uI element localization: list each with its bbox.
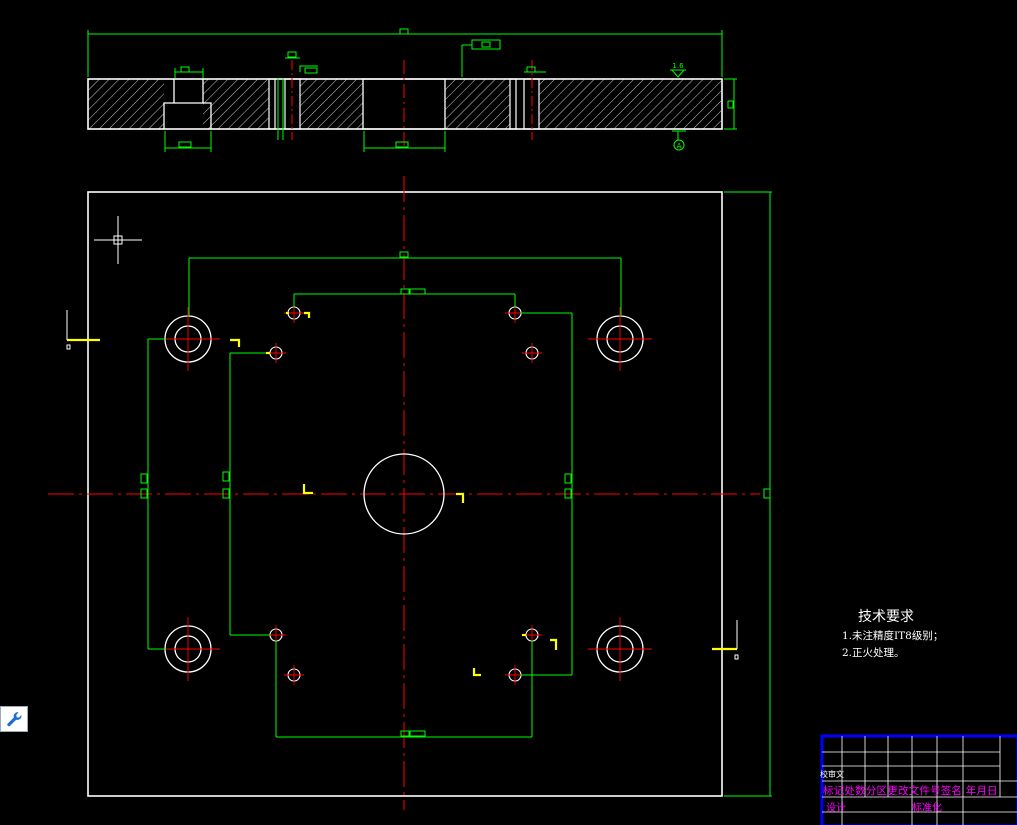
plan-dimensions	[140, 191, 772, 797]
section-view: A 1.6	[87, 28, 737, 152]
cursor-crosshair	[94, 216, 142, 264]
hatch-segment	[300, 79, 363, 129]
plan-view	[48, 176, 772, 810]
hatch-segment	[203, 79, 269, 129]
tech-requirement-line: 2.正火处理。	[842, 647, 905, 659]
datum-label: A	[677, 142, 682, 150]
hatch-segment	[445, 79, 510, 129]
title-block-design-label: 设计	[826, 803, 846, 814]
title-block	[820, 734, 1017, 825]
corner-hole-centers	[156, 307, 652, 681]
hatch-segment	[539, 79, 721, 129]
roughness-label: 1.6	[672, 62, 684, 70]
hatch-segment	[88, 79, 164, 129]
tech-requirement-line: 1.未注精度IT8级别；	[842, 630, 944, 642]
center-bore	[363, 453, 445, 535]
title-block-standard-label: 标准化	[912, 803, 942, 814]
tech-requirements-title: 技术要求	[858, 609, 914, 625]
title-block-header-row: 标记处数分区更改文件号签名 年月日	[823, 785, 998, 797]
wrench-tool-button[interactable]	[0, 706, 28, 732]
wrench-icon	[7, 712, 22, 727]
title-block-row-label: 校审文	[820, 770, 844, 779]
section-markers	[67, 311, 737, 677]
